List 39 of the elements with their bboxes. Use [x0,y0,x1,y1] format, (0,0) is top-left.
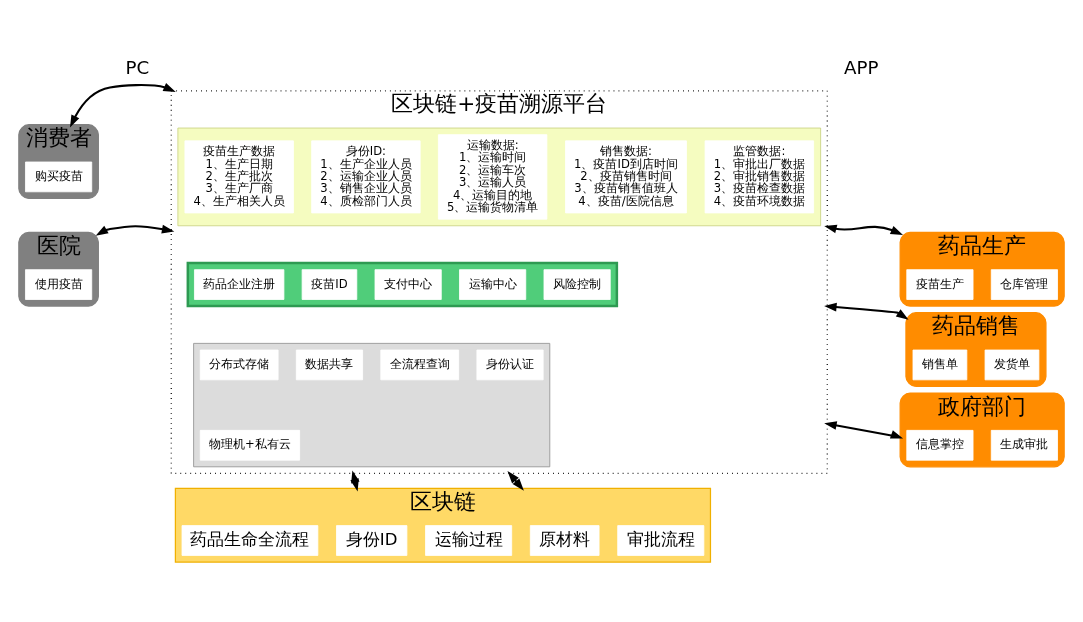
node-box: 使用疫苗 [25,268,93,300]
node-box: 身份认证 [476,349,544,380]
node-box: 监管数据: 1、审批出厂数据 2、审批销售数据 3、疫苗检查数据 4、疫苗环境数据 [704,139,814,213]
cluster [177,127,822,226]
node-box: 物理机+私有云 [199,429,301,461]
cluster [186,261,619,307]
node-box: 数据共享 [295,349,363,380]
node-box: 仓库管理 [990,268,1058,300]
node-box: 药品企业注册 [194,268,285,300]
node-box: 信息掌控 [906,429,974,461]
node-box: 疫苗ID [301,268,358,300]
arrow [824,420,904,439]
node-box: 原材料 [529,524,600,556]
arrow [824,224,903,235]
node-box: 全流程查询 [380,349,460,380]
node-box: 药品生命全流程 [181,524,319,556]
node-box: 购买疫苗 [25,161,93,192]
label: APP [844,56,879,78]
label: PC [125,56,150,78]
node-box: 身份ID: 1、生产企业人员 2、运输企业人员 3、销售企业人员 4、质检部门人员 [311,139,421,213]
arrow [507,470,524,491]
node-box: 身份ID [336,524,408,556]
node-box: 生成审批 [990,429,1058,461]
node-box: 风险控制 [543,268,611,300]
node-box: 运输数据: 1、运输时间 2、运输车次 3、运输人员 4、运输目的地 5、运输货物清单 [437,133,548,220]
node-box: 销售单 [912,349,968,380]
arrow [69,82,176,128]
node-box: 疫苗生产 [906,268,974,300]
node-box: 运输过程 [425,524,513,556]
node-box: 疫苗生产数据 1、生产日期 2、生产批次 3、生产厂商 4、生产相关人员 [184,139,294,213]
node-box: 运输中心 [459,268,527,300]
node-box: 分布式存储 [199,349,279,380]
arrow [824,302,909,320]
node-box: 支付中心 [374,268,442,300]
node-box: 审批流程 [617,524,705,556]
node-box: 发货单 [984,349,1040,380]
cluster [193,342,551,467]
arrow [95,224,175,236]
node-box: 销售数据: 1、疫苗ID到店时间 2、疫苗销售时间 3、疫苗销售值班人 4、疫苗/医院信息 [565,139,687,213]
